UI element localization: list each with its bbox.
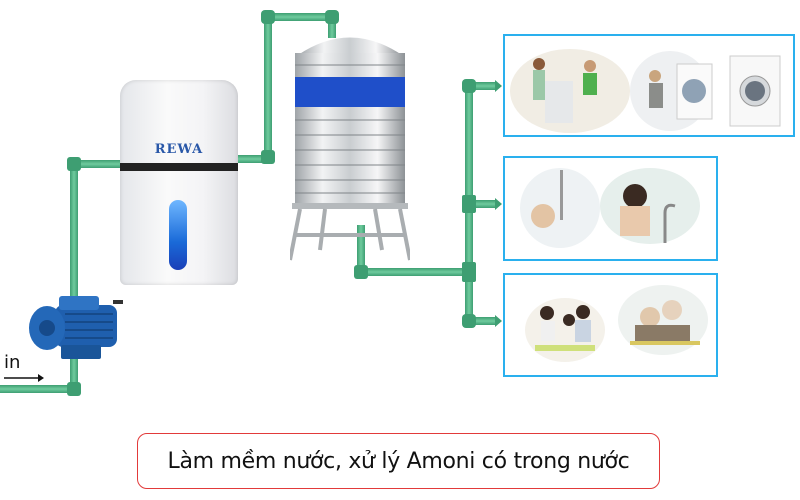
water-tank — [288, 25, 412, 265]
water-softener: REWA — [120, 80, 238, 285]
inlet-label: in — [4, 352, 21, 373]
output-panel-family — [503, 273, 718, 377]
softener-band — [120, 163, 238, 171]
output-panel-bathing — [503, 156, 718, 261]
caption-text: Làm mềm nước, xử lý Amoni có trong nước — [167, 448, 630, 474]
brand-logo: REWA — [154, 142, 204, 157]
family-illustration — [525, 285, 708, 362]
caption-box: Làm mềm nước, xử lý Amoni có trong nước — [137, 433, 660, 489]
laundry-illustration — [510, 49, 781, 133]
water-pump — [25, 290, 125, 365]
output-panel-laundry — [503, 34, 795, 137]
pump-icon — [29, 296, 123, 359]
bathing-illustration — [520, 168, 700, 248]
tank-icon — [288, 37, 412, 261]
arrow-right-icon — [4, 374, 44, 382]
level-window — [169, 200, 187, 270]
